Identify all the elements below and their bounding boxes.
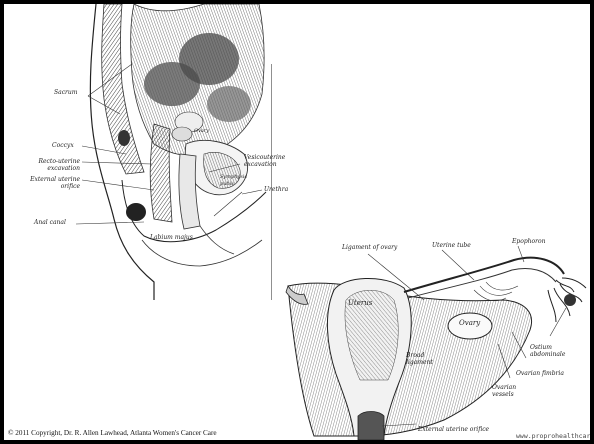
label-pelvis-ovary: Ovary	[194, 128, 209, 135]
label-uterus: Uterus	[348, 300, 372, 307]
label-ligament-of-ovary: Ligament of ovary	[342, 244, 397, 251]
copyright-notice: © 2011 Copyright, Dr. R. Allen Lawhead, …	[6, 429, 219, 437]
label-ovarian-vessels: Ovarian vessels	[492, 384, 526, 398]
label-labium: Labium majus	[150, 234, 193, 241]
label-broad-ligament: Broad ligament	[406, 352, 442, 366]
label-external-uterine-orifice: External uterine orifice	[10, 176, 80, 190]
watermark: www.proprohealthcare.co	[516, 432, 590, 440]
label-uterine-tube: Uterine tube	[432, 242, 471, 249]
label-epoophoron: Epophoron	[512, 238, 546, 245]
label-external-orifice: External uterine orifice	[418, 426, 489, 433]
label-ovarian-fimbria: Ovarian fimbria	[516, 370, 564, 377]
label-recto-uterine: Recto-uterine excavation	[10, 158, 80, 172]
slide: Sacrum Coccyx Recto-uterine excavation E…	[4, 4, 590, 440]
label-coccyx: Coccyx	[52, 142, 74, 149]
label-anal-canal: Anal canal	[34, 219, 66, 226]
label-symphysis: Symphysis pubis	[220, 174, 248, 188]
label-urethra: Urethra	[264, 186, 288, 193]
label-vesicouterine: Vesicouterine excavation	[244, 154, 294, 168]
uterus-illustration	[274, 240, 590, 440]
sagittal-pelvis-illustration	[4, 4, 272, 300]
label-ostium-abdominale: Ostium abdominale	[530, 344, 580, 358]
label-sacrum: Sacrum	[54, 89, 77, 96]
label-uterus-ovary: Ovary	[459, 320, 480, 327]
